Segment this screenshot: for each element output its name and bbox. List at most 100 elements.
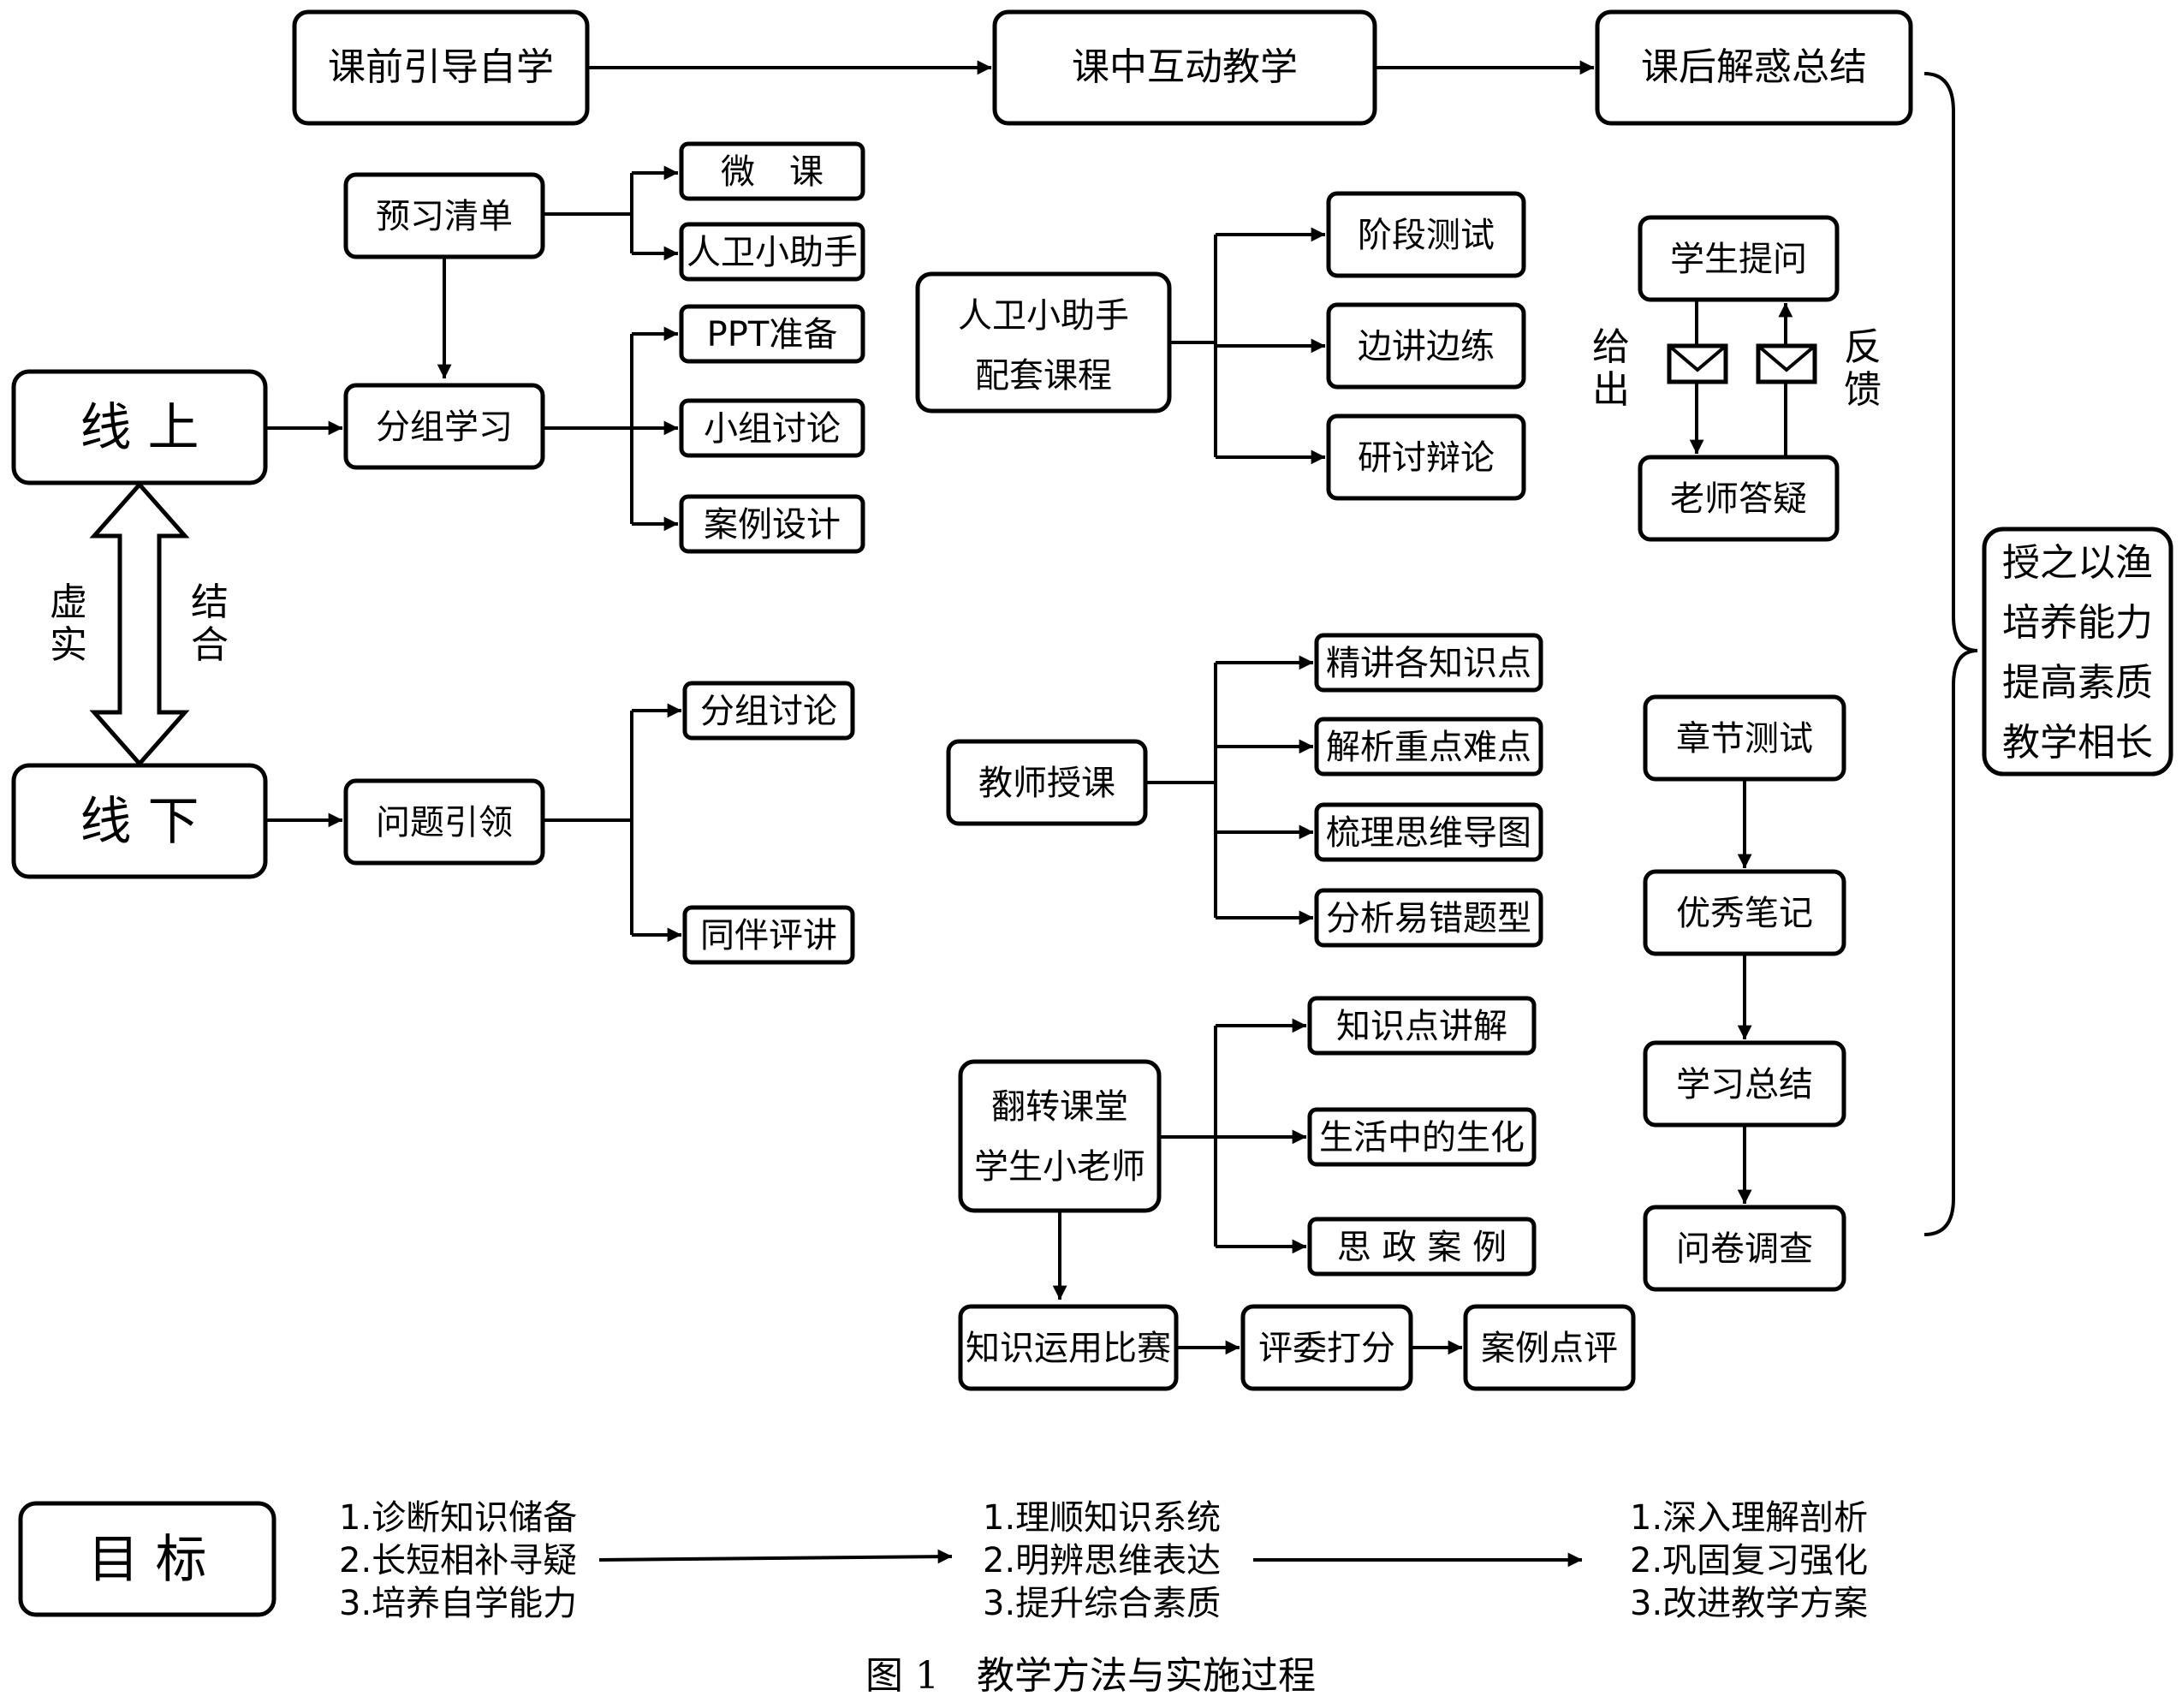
combine-left-char-1: 虚 xyxy=(50,580,87,624)
svg-text:人卫小助手: 人卫小助手 xyxy=(687,233,858,272)
combine-right-char-2: 合 xyxy=(191,623,229,667)
goals-pre: 1.诊断知识储备 2.长短相补寻疑 3.培养自学能力 xyxy=(339,1498,577,1623)
svg-text:学习总结: 学习总结 xyxy=(1676,1065,1813,1104)
ideology-case-node: 思 政 案 例 xyxy=(1307,1217,1537,1277)
preview-list-node: 预习清单 xyxy=(343,172,545,259)
svg-text:配套课程: 配套课程 xyxy=(975,356,1112,396)
problem-lead-node: 问题引领 xyxy=(343,778,545,866)
goals-post: 1.深入理解剖析 2.巩固复习强化 3.改进教学方案 xyxy=(1630,1498,1868,1623)
case-comment-node: 案例点评 xyxy=(1463,1304,1636,1391)
svg-text:阶段测试: 阶段测试 xyxy=(1358,216,1495,255)
svg-text:授之以渔: 授之以渔 xyxy=(2002,541,2153,585)
svg-text:线 上: 线 上 xyxy=(80,398,199,458)
teacher-lecture-node: 教师授课 xyxy=(946,739,1148,826)
svg-text:案例设计: 案例设计 xyxy=(704,505,841,545)
contest-node: 知识运用比赛 xyxy=(958,1304,1179,1391)
svg-text:人卫小助手: 人卫小助手 xyxy=(958,296,1129,336)
learn-practice-node: 边讲边练 xyxy=(1326,302,1526,390)
give-out-char-2: 出 xyxy=(1592,368,1630,412)
svg-text:问题引领: 问题引领 xyxy=(376,803,513,842)
offline-node: 线 下 xyxy=(11,763,268,879)
micro-lesson-node: 微 课 xyxy=(679,141,865,201)
error-types-node: 分析易错题型 xyxy=(1314,888,1543,948)
online-node: 线 上 xyxy=(11,369,268,485)
svg-text:1.深入理解剖析: 1.深入理解剖析 xyxy=(1630,1498,1868,1538)
svg-text:研讨辩论: 研讨辩论 xyxy=(1358,438,1495,478)
case-design-node: 案例设计 xyxy=(679,494,865,554)
feedback-char-1: 反 xyxy=(1844,325,1882,369)
small-group-discussion-node: 小组讨论 xyxy=(679,398,865,458)
double-arrow xyxy=(89,481,190,767)
ppt-prep-node: PPT准备 xyxy=(679,304,865,364)
svg-text:目 标: 目 标 xyxy=(87,1530,206,1590)
svg-text:线 下: 线 下 xyxy=(80,792,199,852)
goals-mid: 1.理顺知识系统 2.明辨思维表达 3.提升综合素质 xyxy=(983,1498,1221,1623)
chapter-test-node: 章节测试 xyxy=(1643,694,1846,782)
ai-assistant-node: 人卫小助手 xyxy=(679,222,865,282)
svg-text:翻转课堂: 翻转课堂 xyxy=(991,1087,1128,1127)
in-class-node: 课中互动教学 xyxy=(992,9,1377,126)
svg-text:2.长短相补寻疑: 2.长短相补寻疑 xyxy=(339,1541,577,1580)
peer-review-node: 同伴评讲 xyxy=(682,905,855,965)
svg-text:学生小老师: 学生小老师 xyxy=(974,1147,1145,1187)
svg-text:培养能力: 培养能力 xyxy=(2002,601,2153,645)
svg-text:章节测试: 章节测试 xyxy=(1676,719,1813,759)
svg-text:精讲各知识点: 精讲各知识点 xyxy=(1326,644,1531,683)
svg-text:知识运用比赛: 知识运用比赛 xyxy=(966,1329,1171,1368)
svg-text:问卷调查: 问卷调查 xyxy=(1676,1229,1813,1269)
stage-test-node: 阶段测试 xyxy=(1326,191,1526,278)
right-brace xyxy=(1923,72,1978,1236)
svg-text:3.提升综合素质: 3.提升综合素质 xyxy=(983,1584,1221,1623)
svg-text:同伴评讲: 同伴评讲 xyxy=(700,916,837,955)
svg-text:老师答疑: 老师答疑 xyxy=(1670,479,1807,519)
give-out-char-1: 给 xyxy=(1592,325,1630,369)
excellent-notes-node: 优秀笔记 xyxy=(1643,869,1846,956)
svg-text:梳理思维导图: 梳理思维导图 xyxy=(1326,813,1531,853)
svg-text:3.培养自学能力: 3.培养自学能力 xyxy=(339,1584,577,1623)
svg-text:课前引导自学: 课前引导自学 xyxy=(328,45,554,89)
judge-score-node: 评委打分 xyxy=(1240,1304,1413,1391)
svg-text:1.理顺知识系统: 1.理顺知识系统 xyxy=(983,1498,1221,1538)
svg-text:2.巩固复习强化: 2.巩固复习强化 xyxy=(1630,1541,1868,1580)
svg-text:小组讨论: 小组讨论 xyxy=(704,409,841,449)
svg-text:课后解惑总结: 课后解惑总结 xyxy=(1641,45,1867,89)
seminar-node: 研讨辩论 xyxy=(1326,414,1526,501)
life-biochem-node: 生活中的生化 xyxy=(1307,1107,1537,1167)
combine-left-char-2: 实 xyxy=(50,623,87,667)
svg-text:优秀笔记: 优秀笔记 xyxy=(1676,894,1813,933)
survey-node: 问卷调查 xyxy=(1643,1205,1846,1292)
svg-text:评委打分: 评委打分 xyxy=(1258,1329,1395,1368)
goals-label: 目 标 xyxy=(18,1501,276,1617)
svg-text:分组讨论: 分组讨论 xyxy=(700,692,837,731)
svg-text:3.改进教学方案: 3.改进教学方案 xyxy=(1630,1584,1868,1623)
teacher-answer-node: 老师答疑 xyxy=(1638,455,1840,542)
svg-text:课中互动教学: 课中互动教学 xyxy=(1072,45,1298,89)
svg-text:教师授课: 教师授课 xyxy=(978,764,1115,803)
outcome-box: 授之以渔 培养能力 提高素质 教学相长 xyxy=(1982,527,2173,777)
student-ask-node: 学生提问 xyxy=(1638,215,1840,302)
svg-text:预习清单: 预习清单 xyxy=(376,197,513,236)
svg-text:解析重点难点: 解析重点难点 xyxy=(1326,728,1531,767)
svg-text:边讲边练: 边讲边练 xyxy=(1358,327,1495,366)
feedback-char-2: 馈 xyxy=(1844,368,1882,412)
explain-knowledge-node: 知识点讲解 xyxy=(1307,996,1537,1056)
svg-text:提高素质: 提高素质 xyxy=(2002,661,2153,705)
group-discussion-node: 分组讨论 xyxy=(682,681,855,741)
svg-text:知识点讲解: 知识点讲解 xyxy=(1336,1007,1507,1046)
svg-text:学生提问: 学生提问 xyxy=(1670,240,1807,279)
analyze-key-node: 解析重点难点 xyxy=(1314,717,1543,777)
svg-text:案例点评: 案例点评 xyxy=(1481,1329,1618,1368)
mind-map-node: 梳理思维导图 xyxy=(1314,802,1543,862)
svg-text:生活中的生化: 生活中的生化 xyxy=(1319,1118,1525,1158)
ai-course-node: 人卫小助手 配套课程 xyxy=(915,271,1172,414)
group-study-node: 分组学习 xyxy=(343,383,545,470)
post-class-node: 课后解惑总结 xyxy=(1595,9,1913,126)
svg-text:思 政 案 例: 思 政 案 例 xyxy=(1337,1228,1507,1267)
explain-points-node: 精讲各知识点 xyxy=(1314,633,1543,693)
svg-text:分组学习: 分组学习 xyxy=(376,408,513,447)
svg-text:PPT准备: PPT准备 xyxy=(707,315,838,354)
figure-caption: 图 1 教学方法与实施过程 xyxy=(865,1654,1316,1698)
envelope-icon xyxy=(1756,343,1817,384)
combine-right-char-1: 结 xyxy=(191,580,229,624)
